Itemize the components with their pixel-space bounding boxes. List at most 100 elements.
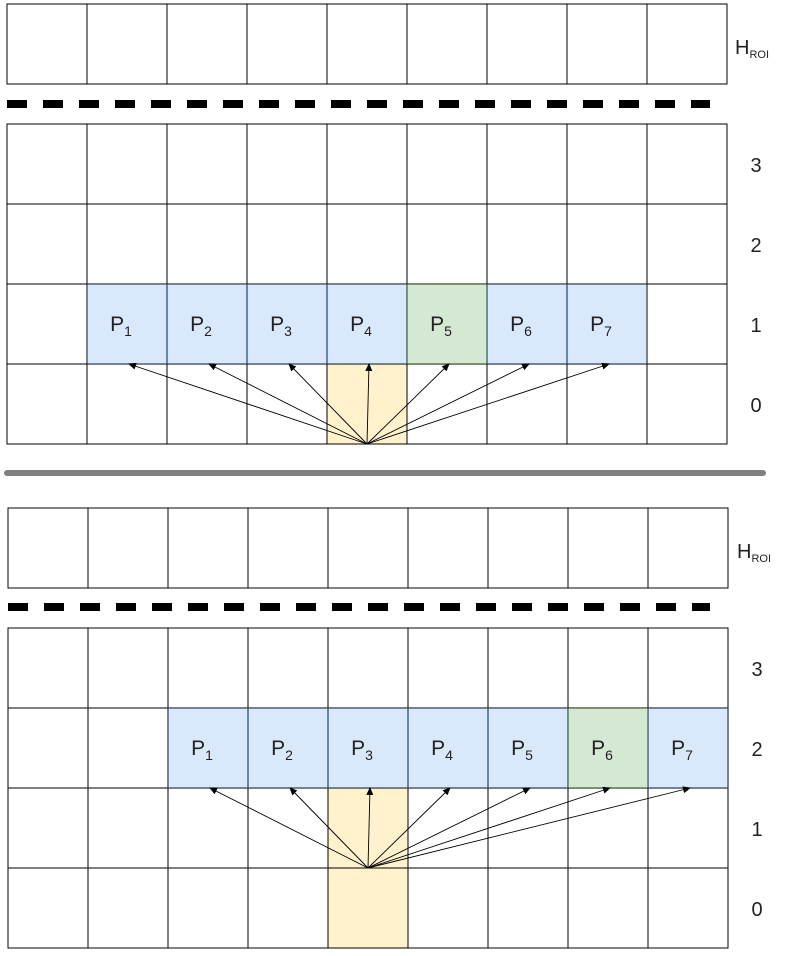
candidate-label: P1 (191, 737, 213, 763)
row-label: 2 (751, 739, 762, 761)
grid-cell (246, 203, 328, 285)
grid-cell (567, 787, 649, 869)
candidate-cell-fill (567, 284, 647, 364)
roi-cell (86, 3, 168, 85)
roi-cell (7, 507, 89, 589)
candidate-label-main: P (190, 313, 204, 336)
grid-cell (247, 627, 329, 709)
roi-cell (646, 3, 728, 85)
source-cell (327, 867, 409, 949)
candidate-label: P7 (590, 313, 612, 339)
row-label: 1 (750, 315, 761, 337)
grid-cell (327, 627, 409, 709)
candidate-cell-fill (407, 284, 487, 364)
grid-cell (86, 203, 168, 285)
candidate-label: P7 (671, 737, 693, 763)
candidate-label-main: P (191, 737, 205, 760)
candidate-label-main: P (431, 737, 445, 760)
grid-cell (6, 363, 88, 445)
candidate-label-main: P (590, 313, 604, 336)
arrow (367, 787, 451, 869)
grid-cell (247, 867, 329, 949)
candidate-label: P1 (110, 313, 132, 339)
candidate-label: P2 (271, 737, 293, 763)
grid-cell (406, 203, 488, 285)
row-label: 0 (751, 899, 762, 921)
arrow (366, 787, 374, 869)
grid-cell (486, 363, 568, 445)
grid-cell (646, 363, 728, 445)
grid-cell (407, 627, 489, 709)
candidate-cell-fill (247, 284, 327, 364)
grid-cell (407, 867, 489, 949)
grid-cell (87, 627, 169, 709)
roi-label: HROI (737, 541, 771, 565)
roi-cell (326, 3, 408, 85)
arrow (128, 362, 368, 445)
row-label: 0 (750, 395, 761, 417)
grid-cell (566, 203, 648, 285)
candidate-label: P3 (270, 313, 292, 339)
grid-cell (86, 363, 168, 445)
grid-cell (646, 203, 728, 285)
arrow (288, 363, 368, 445)
grid-cell (566, 123, 648, 205)
candidate-label-sub: 6 (605, 747, 613, 763)
roi-cell (6, 3, 88, 85)
grid-cell (647, 787, 729, 869)
candidate-label-sub: 2 (285, 747, 293, 763)
candidate-label-sub: 3 (365, 747, 373, 763)
grid-cell (486, 123, 568, 205)
arrow (367, 786, 611, 869)
roi-label: HROI (735, 37, 769, 61)
row-label: 1 (751, 819, 762, 841)
candidate-label: P2 (190, 313, 212, 339)
arrow (366, 363, 530, 445)
candidate-label-main: P (511, 737, 525, 760)
grid-cell (246, 363, 328, 445)
candidate-cell-fill (408, 708, 488, 788)
candidate-label: P6 (591, 737, 613, 763)
candidate-label-main: P (110, 313, 124, 336)
roi-cell (247, 507, 329, 589)
grid-cell (246, 123, 328, 205)
candidate-label-sub: 1 (205, 747, 213, 763)
grid-cell (567, 627, 649, 709)
candidate-label-sub: 4 (445, 747, 453, 763)
grid-cell (647, 867, 729, 949)
arrow (367, 787, 531, 869)
grid-cell (166, 203, 248, 285)
grid-cell (567, 867, 649, 949)
grid-cell (167, 867, 249, 949)
candidate-cell-fill (168, 708, 248, 788)
arrow (367, 786, 691, 869)
candidate-label-sub: 4 (364, 323, 372, 339)
arrow (209, 787, 369, 869)
candidate-label-sub: 6 (524, 323, 532, 339)
roi-cell (166, 3, 248, 85)
arrow (289, 787, 369, 869)
candidate-label-sub: 5 (444, 323, 452, 339)
roi-cell (647, 507, 729, 589)
row-label: 3 (750, 155, 761, 177)
candidate-label-main: P (591, 737, 605, 760)
grid-cell (87, 867, 169, 949)
grid-cell (7, 867, 89, 949)
grid-cell (87, 707, 169, 789)
roi-cell (487, 507, 569, 589)
candidate-label: P6 (510, 313, 532, 339)
grid-cell (7, 707, 89, 789)
arrow (366, 363, 450, 445)
roi-label-main: H (735, 37, 749, 59)
grid-cell (166, 363, 248, 445)
candidate-label-sub: 7 (604, 323, 612, 339)
candidate-label: P5 (511, 737, 533, 763)
candidate-cell-fill (87, 284, 167, 364)
candidate-label: P4 (350, 313, 372, 339)
candidate-cell-fill (327, 284, 407, 364)
candidate-label-main: P (510, 313, 524, 336)
roi-cell (407, 507, 489, 589)
grid-cell (86, 123, 168, 205)
